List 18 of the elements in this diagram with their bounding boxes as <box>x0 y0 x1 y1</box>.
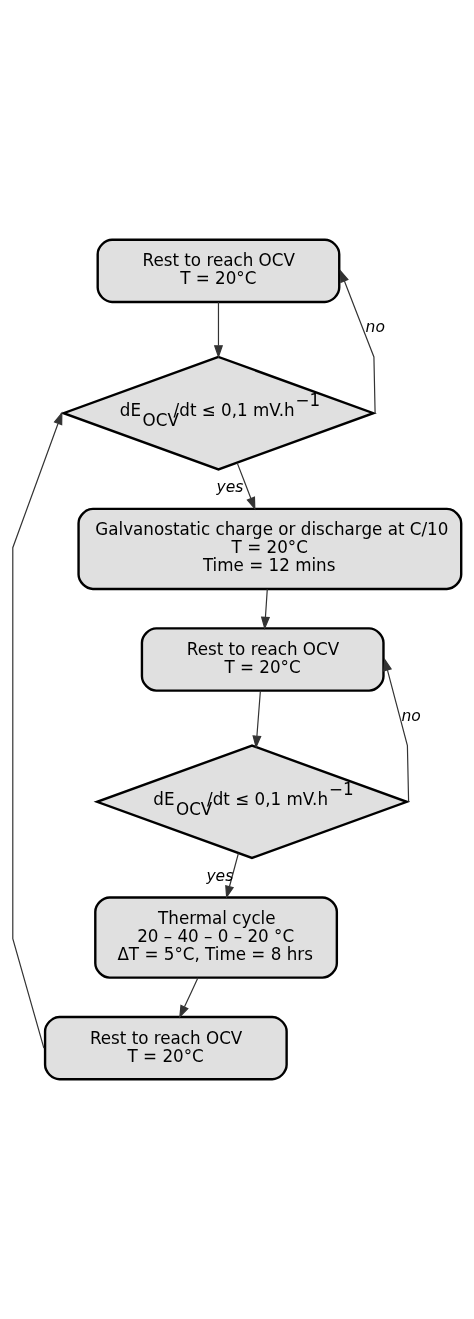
edge-label: yes <box>216 477 244 496</box>
arrow <box>12 411 63 1049</box>
edge-label: yes <box>206 867 234 886</box>
arrow <box>213 301 224 359</box>
arrow <box>252 690 262 749</box>
arrow <box>179 977 199 1019</box>
node-box: Rest to reach OCV T = 20°C <box>140 627 385 692</box>
node-box: Rest to reach OCV T = 20°C <box>96 238 341 304</box>
arrow <box>236 462 256 511</box>
node-box: Thermal cycle 20 – 40 – 0 – 20 °C ΔT = 5°C, Time = 8 hrs <box>94 896 339 979</box>
node-box: Galvanostatic charge or discharge at C/10 T = 20°C Time = 12 mins <box>77 507 463 591</box>
arrow <box>260 588 271 630</box>
arrow <box>225 852 239 899</box>
arrow <box>383 657 410 803</box>
edge-label: no <box>365 318 385 337</box>
arrow <box>339 269 376 414</box>
node-box: Rest to reach OCV T = 20°C <box>43 1015 288 1081</box>
edge-label: no <box>401 706 421 725</box>
